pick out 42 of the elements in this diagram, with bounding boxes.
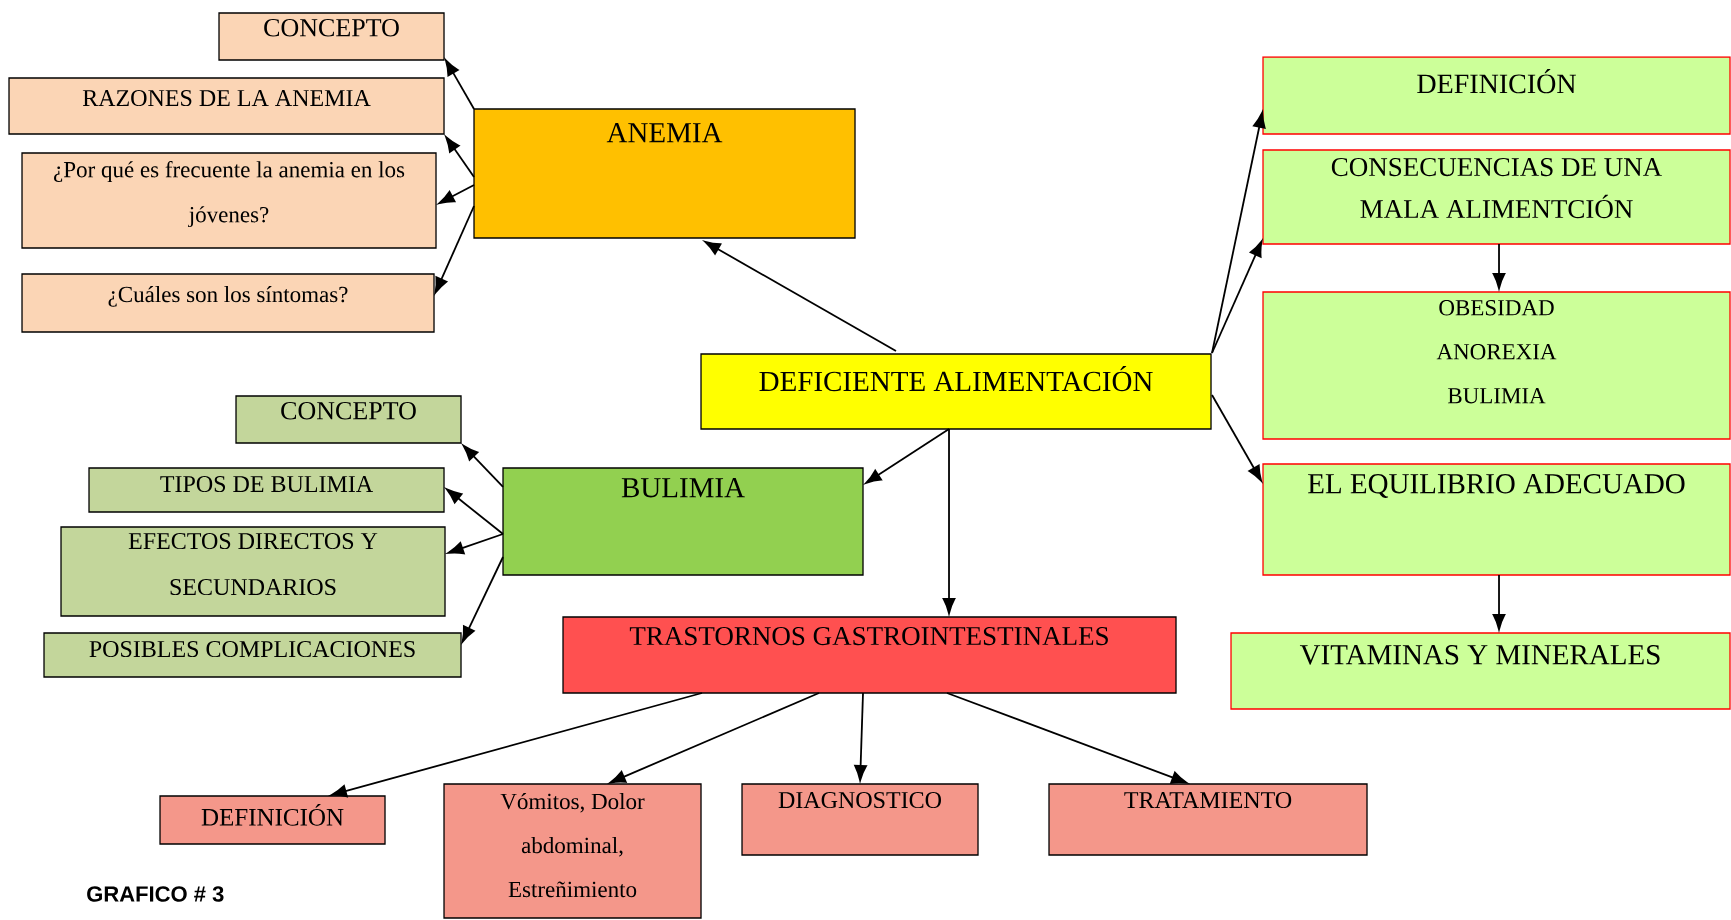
topic-box: OBESIDAD ANOREXIA BULIMIA	[1262, 291, 1731, 440]
category-box: TRASTORNOS GASTROINTESTINALES	[562, 616, 1177, 694]
arrow	[434, 205, 475, 294]
topic-box: EL EQUILIBRIO ADECUADO	[1262, 463, 1731, 576]
topic-box: TRATAMIENTO	[1048, 783, 1368, 856]
arrow	[946, 692, 1188, 784]
topic-box: RAZONES DE LA ANEMIA	[8, 77, 445, 135]
category-box: BULIMIA	[502, 467, 864, 576]
arrow	[1492, 574, 1506, 631]
category-box: ANEMIA	[473, 108, 856, 239]
arrow	[446, 488, 504, 535]
topic-box: EFECTOS DIRECTOS Y SECUNDARIOS	[60, 526, 446, 617]
arrow	[462, 444, 504, 488]
topic-box: DEFINICIÓN	[1262, 56, 1731, 135]
arrow	[865, 428, 950, 484]
arrow	[1211, 394, 1263, 482]
arrow	[1492, 243, 1506, 290]
topic-box: POSIBLES COMPLICACIONES	[43, 632, 462, 678]
arrow	[942, 428, 956, 615]
arrow	[609, 692, 820, 784]
arrow	[330, 692, 703, 798]
arrow	[447, 533, 504, 555]
topic-box: VITAMINAS Y MINERALES	[1230, 632, 1731, 710]
topic-box: CONCEPTO	[235, 395, 462, 444]
arrow	[1211, 240, 1263, 354]
arrow	[854, 692, 867, 782]
arrow	[445, 59, 475, 110]
topic-box: DIAGNOSTICO	[741, 783, 979, 856]
arrow	[461, 556, 504, 643]
arrow	[438, 184, 475, 205]
caption: GRAFICO # 3	[87, 886, 224, 902]
topic-box: CONSECUENCIAS DE UNA MALA ALIMENTCIÓN	[1262, 149, 1731, 245]
arrow	[704, 240, 897, 352]
topic-box: Vómitos, Dolor abdominal, Estreñimiento	[443, 783, 702, 919]
topic-box: ¿Por qué es frecuente la anemia en los jóvenes?	[21, 152, 437, 249]
main-topic-box: DEFICIENTE ALIMENTACIÓN	[700, 353, 1212, 430]
topic-box: CONCEPTO	[218, 12, 445, 61]
arrow	[445, 136, 475, 178]
topic-box: DEFINICIÓN	[159, 795, 386, 845]
arrow	[1211, 111, 1266, 354]
topic-box: ¿Cuáles son los síntomas?	[21, 273, 435, 333]
topic-box: TIPOS DE BULIMIA	[88, 467, 445, 513]
